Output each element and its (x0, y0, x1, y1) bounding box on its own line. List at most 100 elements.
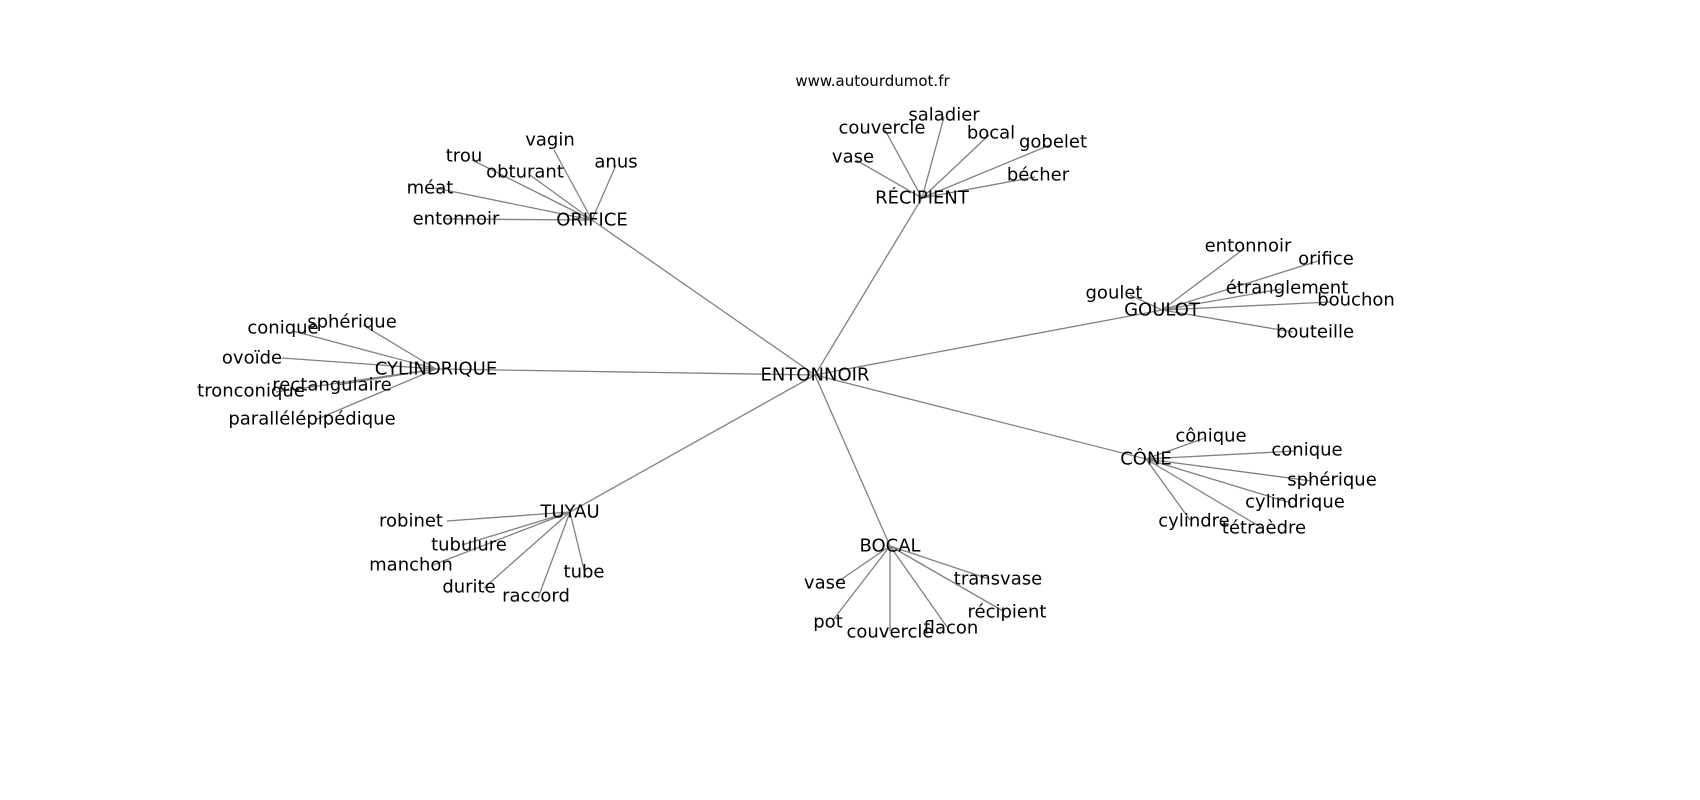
edge-cylindrique-leaf (281, 357, 437, 370)
edge-goulot-leaf (1161, 260, 1319, 311)
leaf-node-label: couvercle (838, 118, 925, 139)
edge-orifice-leaf (529, 174, 593, 221)
leaf-node-label: vagin (525, 130, 575, 151)
edge-goulot-leaf (1161, 309, 1294, 333)
leaf-node-label: robinet (379, 511, 443, 532)
leaf-node-label: durite (442, 577, 495, 598)
edge-tuyau-leaf (446, 511, 571, 522)
leaf-node-label: cônique (1175, 426, 1246, 447)
leaf-node-label: obturant (486, 162, 564, 183)
leaf-node-label: orifice (1298, 249, 1354, 270)
leaf-node-label: couvercle (846, 622, 933, 643)
edge-center-to-orifice (591, 219, 816, 376)
hub-node-label: CYLINDRIQUE (375, 359, 497, 380)
leaf-node-label: récipient (968, 602, 1047, 623)
leaf-node-label: tube (564, 562, 605, 583)
edge-cône-leaf (1145, 450, 1296, 460)
leaf-node-label: goulet (1086, 283, 1143, 304)
leaf-node-label: tronconique (197, 381, 305, 402)
edge-center-to-cône (814, 374, 1147, 460)
edge-cône-leaf (1145, 458, 1313, 482)
hub-node-label: BOCAL (859, 536, 920, 557)
leaf-node-label: gobelet (1019, 132, 1087, 153)
edge-cylindrique-leaf (314, 368, 437, 421)
edge-bocal-leaf (832, 545, 891, 621)
source-watermark: www.autourdumot.fr (795, 72, 950, 90)
leaf-node-label: conique (1271, 440, 1342, 461)
leaf-node-label: flacon (924, 618, 979, 639)
leaf-node-label: bécher (1007, 165, 1070, 186)
edge-cône-leaf (1145, 458, 1191, 521)
leaf-node-label: étranglement (1226, 278, 1349, 299)
leaf-node-label: méat (407, 178, 454, 199)
leaf-node-label: raccord (502, 586, 570, 607)
leaf-node-label: bocal (967, 123, 1015, 144)
edge-récipient-leaf (921, 176, 1036, 199)
edge-bocal-leaf (889, 545, 990, 580)
leaf-node-label: vase (804, 573, 846, 594)
edge-orifice-leaf (553, 149, 593, 221)
edge-orifice-leaf (471, 159, 593, 221)
leaf-node-label: trou (446, 146, 482, 167)
edge-cône-leaf (1145, 458, 1263, 529)
edge-center-to-bocal (814, 374, 891, 547)
hub-node-label: CÔNE (1120, 448, 1172, 470)
graph-edges (275, 116, 1331, 631)
edge-tuyau-leaf (432, 511, 571, 566)
edge-center-to-tuyau (569, 374, 816, 513)
leaf-node-label: manchon (369, 555, 453, 576)
edge-bocal-leaf (889, 545, 948, 628)
hub-node-label: RÉCIPIENT (875, 187, 970, 209)
hub-node-label: GOULOT (1124, 300, 1201, 321)
edge-récipient-leaf (921, 116, 945, 199)
edge-cône-leaf (1145, 437, 1206, 460)
leaf-node-label: pot (813, 612, 843, 633)
leaf-node-label: ovoïde (222, 348, 282, 369)
edge-orifice-leaf (444, 218, 593, 221)
leaf-node-label: sphérique (307, 312, 397, 333)
leaf-node-label: anus (594, 152, 637, 173)
leaf-node-label: cylindrique (1245, 492, 1345, 513)
leaf-node-label: conique (247, 318, 318, 339)
edge-récipient-leaf (921, 134, 990, 199)
leaf-node-label: tétraèdre (1222, 518, 1306, 539)
leaf-node-label: sphérique (1287, 470, 1377, 491)
leaf-node-label: transvase (954, 569, 1042, 590)
leaf-node-label: bouteille (1276, 322, 1354, 343)
edge-goulot-leaf (1129, 294, 1163, 311)
leaf-node-label: vase (832, 147, 874, 168)
leaf-node-label: cylindre (1158, 511, 1229, 532)
leaf-node-label: parallélépipédique (228, 409, 395, 430)
edge-center-to-cylindrique (435, 368, 816, 376)
edge-orifice-leaf (591, 164, 617, 221)
leaf-node-label: bouchon (1317, 290, 1395, 311)
edge-tuyau-leaf (569, 511, 586, 575)
edge-bocal-leaf (835, 545, 891, 584)
leaf-node-label: saladier (908, 105, 980, 126)
hub-node-label: TUYAU (539, 502, 599, 523)
edge-goulot-leaf (1161, 288, 1282, 311)
edge-orifice-leaf (434, 187, 593, 221)
edge-cylindrique-leaf (292, 330, 437, 370)
edge-tuyau-leaf (537, 511, 571, 599)
leaf-node-label: tubulure (431, 535, 507, 556)
edge-récipient-leaf (855, 159, 923, 199)
edge-tuyau-leaf (461, 511, 571, 546)
edge-tuyau-leaf (483, 511, 571, 589)
edge-cylindrique-leaf (336, 368, 437, 386)
edge-center-to-récipient (814, 197, 923, 376)
edge-bocal-leaf (889, 545, 1004, 612)
edge-center-to-goulot (814, 309, 1163, 376)
edge-cône-leaf (1145, 458, 1292, 504)
edge-goulot-leaf (1161, 247, 1246, 311)
edge-récipient-leaf (884, 129, 923, 199)
edge-cylindrique-leaf (362, 324, 437, 370)
edge-récipient-leaf (921, 144, 1051, 199)
edge-goulot-leaf (1161, 301, 1331, 311)
leaf-node-label: entonnoir (413, 209, 500, 230)
hub-node-label: ORIFICE (556, 210, 628, 231)
center-node-label: ENTONNOIR (761, 365, 870, 386)
leaf-node-label: rectangulaire (272, 375, 391, 396)
